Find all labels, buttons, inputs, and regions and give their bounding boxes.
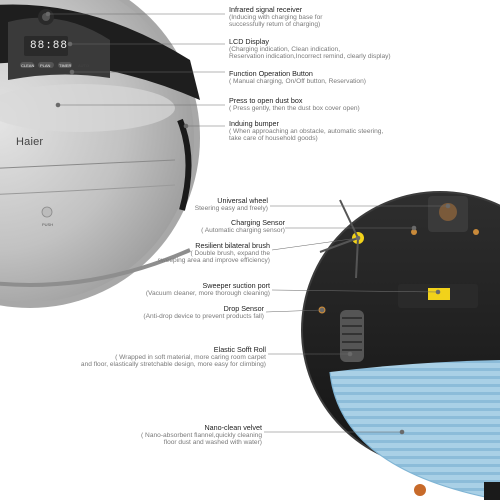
callout-title: Sweeper suction port (202, 281, 270, 290)
push-button-icon (41, 206, 53, 218)
callout-desc: Reservation indication,Incorrect remind,… (229, 53, 391, 61)
callout-bilateral-brush: Resilient bilateral brush ( Double brush… (157, 241, 270, 265)
callout-desc: ( Automatic charging sensor) (201, 227, 285, 235)
callout-desc: floor dust and washed with water) (163, 439, 262, 447)
callout-desc: ( Press gently, then the dust box cover … (229, 105, 360, 113)
callout-title: LCD Display (229, 37, 269, 46)
callout-title: Function Operation Button (229, 69, 313, 78)
top-leader-lines (45, 11, 225, 129)
callout-infrared-receiver: Infrared signal receiver (Inducing with … (229, 5, 323, 29)
callout-dust-box: Press to open dust box ( Press gently, t… (229, 96, 360, 113)
callout-desc: (Anti-drop device to prevent products fa… (143, 313, 264, 321)
callout-desc: ( Manual charging, On/Off button, Reserv… (229, 78, 366, 86)
callout-title: Infrared signal receiver (229, 5, 303, 14)
callout-desc: Steering easy and freely) (194, 205, 268, 213)
robot-bottom-view (301, 191, 500, 500)
callout-desc: take care of household goods) (229, 135, 318, 143)
callout-suction-port: Sweeper suction port (Vacuum cleaner, mo… (145, 281, 270, 298)
callout-desc: ( Nano-absorbent flannel,quickly cleanin… (141, 432, 262, 440)
robot-top-view (0, 0, 200, 308)
lcd-button-label: PLAN (40, 63, 51, 68)
callout-desc: and floor, elastically stretchable desig… (80, 361, 266, 369)
lcd-button-label: CLEAN (21, 63, 35, 68)
push-label: PUSH (42, 222, 54, 227)
callout-universal-wheel: Universal wheel Steering easy and freely… (194, 196, 268, 213)
callout-drop-sensor: Drop Sensor (Anti-drop device to prevent… (143, 304, 264, 321)
lcd-readout: 88:88 (30, 40, 69, 52)
callout-title: Charging Sensor (231, 218, 285, 227)
callout-desc: (Vacuum cleaner, more thorough cleaning) (145, 290, 270, 298)
lcd-button-label: TIMER (59, 63, 72, 68)
bottom-leader-lines (264, 203, 451, 435)
callout-desc: ( When approaching an obstacle, automati… (229, 128, 384, 136)
mop-pad (330, 360, 500, 500)
callout-title: Induing bumper (229, 119, 279, 128)
callout-elastic-roll: Elastic Sofft Roll ( Wrapped in soft mat… (80, 345, 266, 369)
callout-title: Nano-clean velvet (204, 423, 262, 432)
callout-title: Resilient bilateral brush (195, 241, 270, 250)
callout-lcd-display: LCD Display (Charging indication, Clean … (229, 37, 391, 61)
universal-wheel-icon (439, 203, 457, 221)
callout-function-button: Function Operation Button ( Manual charg… (229, 69, 366, 86)
callout-title: Drop Sensor (223, 304, 264, 313)
lcd-button-label: AUTO (78, 63, 90, 68)
charging-sensor-icon (411, 229, 417, 235)
callout-desc: (Inducing with charging base for (229, 14, 323, 22)
callout-nano-velvet: Nano-clean velvet ( Nano-absorbent flann… (141, 423, 262, 447)
callout-title: Press to open dust box (229, 96, 303, 105)
callout-desc: ( Double brush, expand the (190, 250, 270, 258)
callout-desc: successfully return of charging) (229, 21, 321, 29)
callout-desc: sweeping area and improve efficiency) (157, 257, 270, 265)
callout-title: Elastic Sofft Roll (213, 345, 266, 354)
callout-desc: (Charging indication, Clean indication, (229, 46, 341, 54)
callout-charging-sensor: Charging Sensor ( Automatic charging sen… (201, 218, 285, 235)
callout-desc: ( Wrapped in soft material, more caring … (115, 354, 266, 362)
brand-logo: Haier (16, 136, 44, 148)
callout-bumper: Induing bumper ( When approaching an obs… (229, 119, 384, 143)
callout-title: Universal wheel (217, 196, 268, 205)
